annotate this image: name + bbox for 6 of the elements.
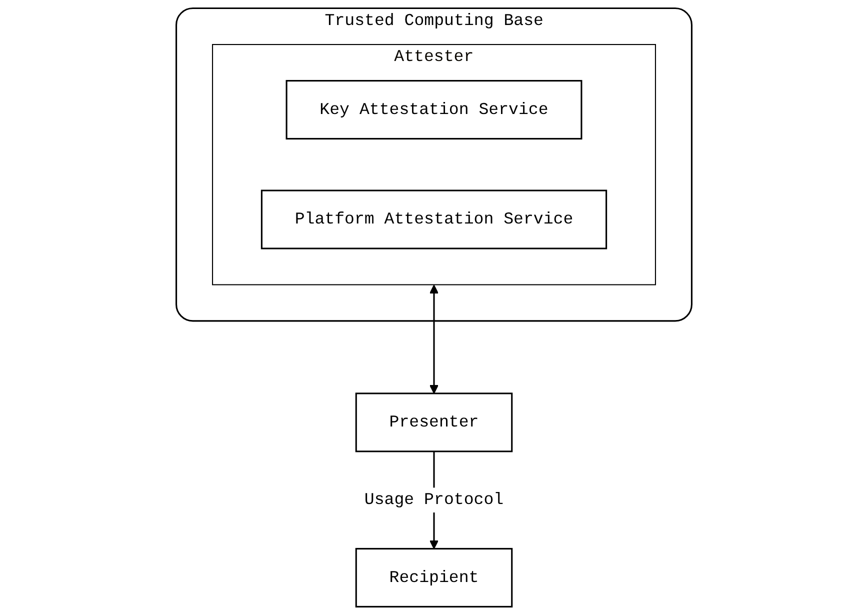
node-box: Recipient bbox=[354, 548, 512, 608]
node-box: Key Attestation Service bbox=[285, 80, 582, 140]
edge-label: Usage Protocol bbox=[364, 490, 504, 510]
node-box: Presenter bbox=[354, 392, 512, 452]
node-box: Platform Attestation Service bbox=[260, 190, 607, 250]
arrow bbox=[428, 284, 438, 394]
